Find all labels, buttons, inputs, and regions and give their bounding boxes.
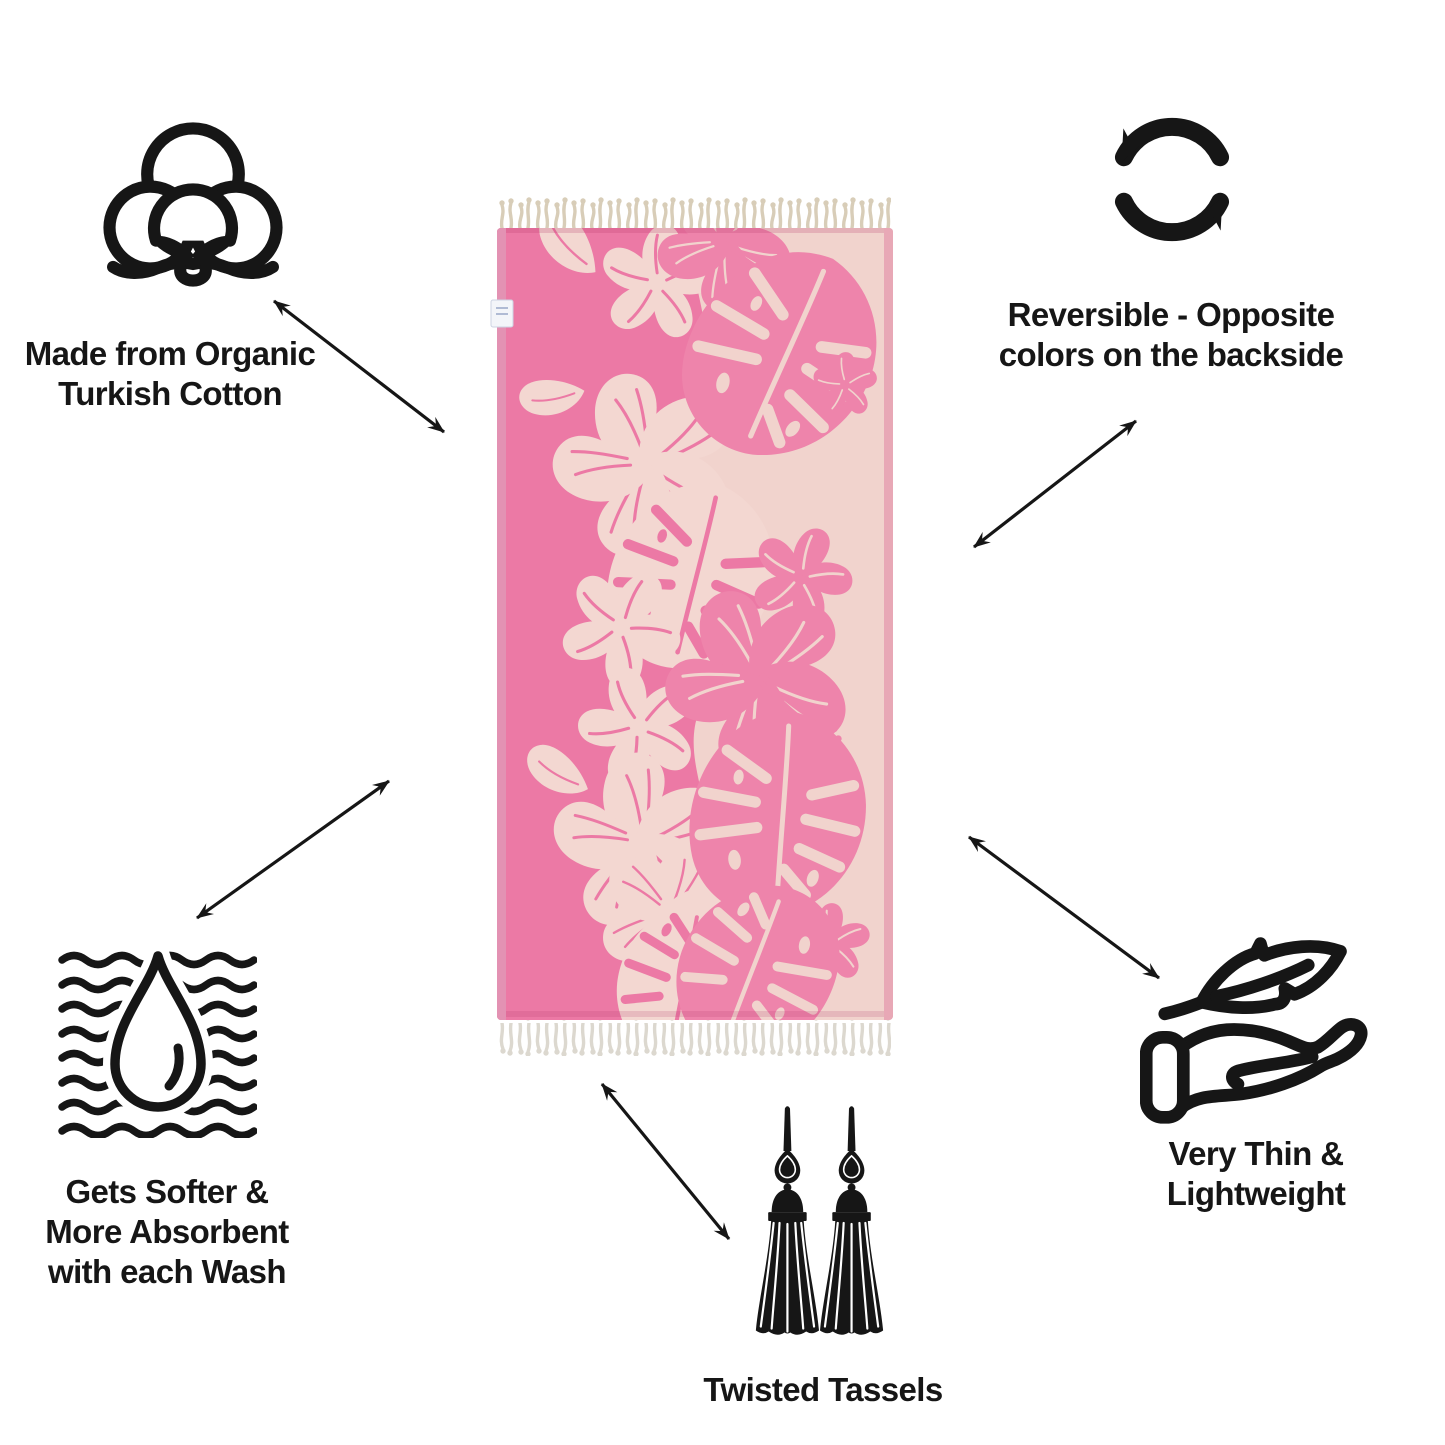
feature-label-organic-cotton: Made from Organic Turkish Cotton xyxy=(0,334,340,414)
arrow-reversible xyxy=(973,419,1137,549)
feature-label-twisted-tassels: Twisted Tassels xyxy=(663,1370,983,1410)
feather-hand-icon xyxy=(1140,937,1368,1124)
water-drop-waves-icon xyxy=(58,948,257,1138)
towel-bottom-fringe xyxy=(499,1020,891,1056)
reversible-arrows-icon xyxy=(1114,117,1230,242)
feature-label-line: Very Thin & xyxy=(1168,1135,1345,1172)
cotton-boll-icon xyxy=(103,122,283,287)
towel-top-fringe xyxy=(499,195,891,228)
feature-label-line: Turkish Cotton xyxy=(58,375,282,412)
towel-right-selvage xyxy=(884,228,893,1020)
towel-product-image xyxy=(490,195,893,1056)
feature-label-line: colors on the backside xyxy=(998,336,1344,373)
twisted-tassels-icon xyxy=(754,1105,885,1336)
feature-label-line: More Absorbent xyxy=(45,1213,289,1250)
arrow-tassels xyxy=(600,1082,731,1241)
feature-label-line: Made from Organic xyxy=(24,335,316,372)
towel-label-tag xyxy=(490,299,514,328)
feature-label-line: with each Wash xyxy=(48,1253,287,1290)
feature-label-line: Lightweight xyxy=(1166,1175,1346,1212)
arrow-lightweight xyxy=(968,835,1160,980)
towel-body xyxy=(497,228,893,1020)
feature-label-reversible: Reversible - Opposite colors on the back… xyxy=(961,295,1381,375)
feature-label-line: Reversible - Opposite xyxy=(1007,296,1335,333)
feature-label-line: Twisted Tassels xyxy=(703,1371,943,1408)
arrow-softer xyxy=(196,779,390,920)
feature-label-thin-lightweight: Very Thin & Lightweight xyxy=(1096,1134,1416,1214)
feature-label-soft-absorbent: Gets Softer & More Absorbent with each W… xyxy=(7,1172,327,1292)
towel-left-selvage xyxy=(497,228,506,1020)
feature-label-line: Gets Softer & xyxy=(65,1173,269,1210)
